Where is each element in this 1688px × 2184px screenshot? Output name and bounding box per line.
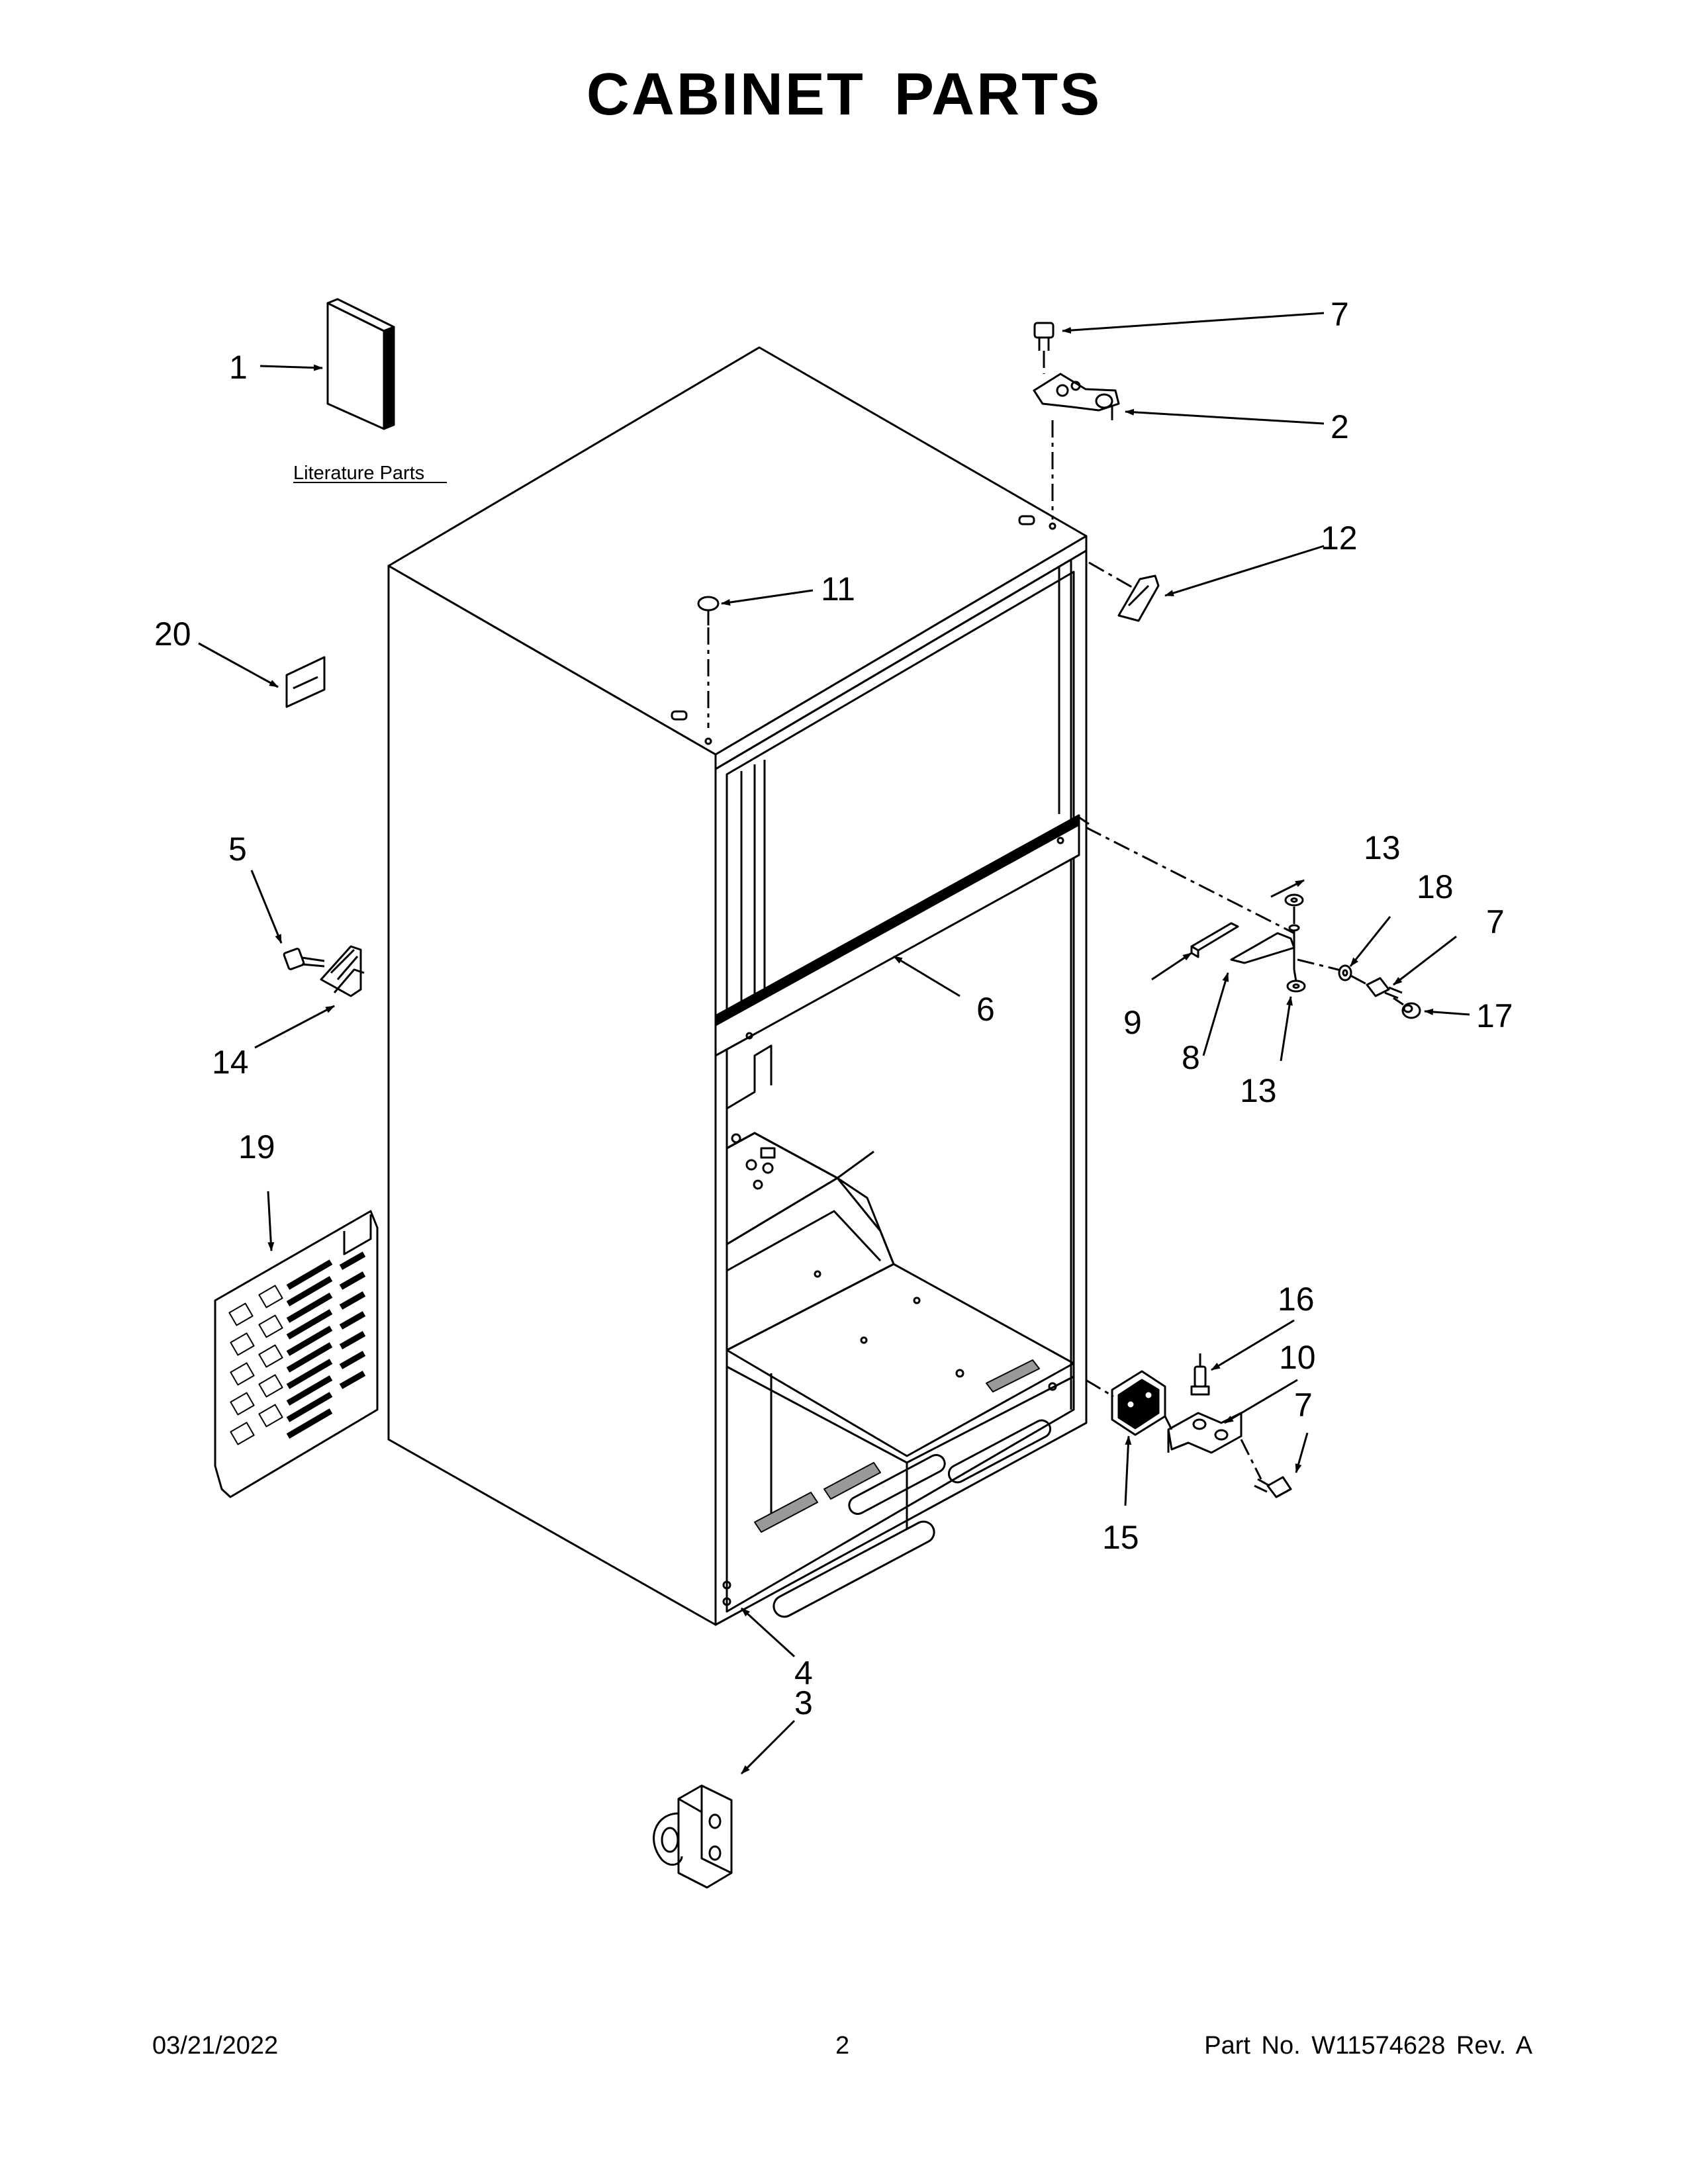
callout-10: 10 — [1279, 1339, 1316, 1376]
page-title: CABINET PARTS — [586, 62, 1102, 128]
cap-part-17 — [1401, 1002, 1421, 1019]
screw-top-part-7 — [1033, 322, 1055, 351]
callout-13-lower: 13 — [1240, 1072, 1277, 1109]
callout-12: 12 — [1321, 520, 1358, 557]
bottom-hinge-part-10 — [1167, 1412, 1243, 1454]
callout-20: 20 — [154, 615, 191, 653]
callout-7-top: 7 — [1331, 296, 1349, 333]
plug-part-11 — [697, 596, 720, 625]
bottom-vents — [754, 1359, 1040, 1533]
callout-labels: 1 7 2 12 11 20 5 14 6 13 18 7 17 9 8 13 … — [154, 296, 1513, 1721]
washer-part-13-upper — [1284, 893, 1304, 907]
callout-7-bottom: 7 — [1294, 1387, 1313, 1424]
literature-book — [326, 298, 395, 430]
callout-17: 17 — [1476, 997, 1513, 1034]
center-hinge-part-8 — [1230, 924, 1300, 970]
callout-3: 3 — [794, 1684, 813, 1721]
assembly-lines — [707, 351, 1404, 1480]
hinge-pin-part-16 — [1190, 1353, 1210, 1396]
callout-7-center: 7 — [1486, 903, 1505, 940]
top-hinge-part-2 — [1033, 373, 1120, 420]
callout-8: 8 — [1182, 1039, 1200, 1076]
callout-5: 5 — [228, 831, 247, 868]
callout-6: 6 — [976, 991, 995, 1028]
rear-panel-slots — [228, 1285, 283, 1445]
hinge-cover-part-12 — [1117, 574, 1160, 622]
rear-panel — [214, 1210, 379, 1498]
callout-4: 4 — [794, 1655, 813, 1692]
footer-part-number: Part No. W11574628 Rev. A — [1204, 2032, 1532, 2060]
center-hinge-shim-part-9 — [1190, 922, 1239, 958]
leveling-bracket-part-3 — [653, 1784, 733, 1889]
callout-15: 15 — [1102, 1519, 1139, 1556]
cabinet — [387, 346, 1088, 1626]
label-part-20 — [285, 656, 326, 708]
literature-label: Literature Parts — [293, 463, 424, 484]
callout-13-upper: 13 — [1364, 829, 1401, 866]
screw-part-5 — [283, 948, 325, 970]
spacer-part-15 — [1111, 1370, 1166, 1436]
callout-2: 2 — [1331, 408, 1349, 445]
screw-part-7-bottom — [1254, 1476, 1292, 1498]
callout-1: 1 — [229, 349, 248, 386]
callout-16: 16 — [1278, 1281, 1315, 1318]
screw-part-7-center — [1366, 977, 1403, 999]
washer-part-13-lower — [1286, 979, 1306, 993]
mullion-bar — [714, 814, 1090, 1057]
rear-panel-louvers — [286, 1251, 366, 1439]
clip-part-14 — [320, 945, 365, 997]
callout-18: 18 — [1417, 868, 1454, 905]
callout-14: 14 — [212, 1044, 249, 1081]
washer-part-18 — [1338, 964, 1352, 981]
callout-9: 9 — [1123, 1004, 1142, 1041]
callout-19: 19 — [238, 1128, 275, 1165]
footer-date: 03/21/2022 — [152, 2032, 279, 2060]
leader-arrows — [198, 312, 1470, 1775]
footer-page-number: 2 — [835, 2032, 850, 2060]
callout-11: 11 — [821, 570, 855, 608]
